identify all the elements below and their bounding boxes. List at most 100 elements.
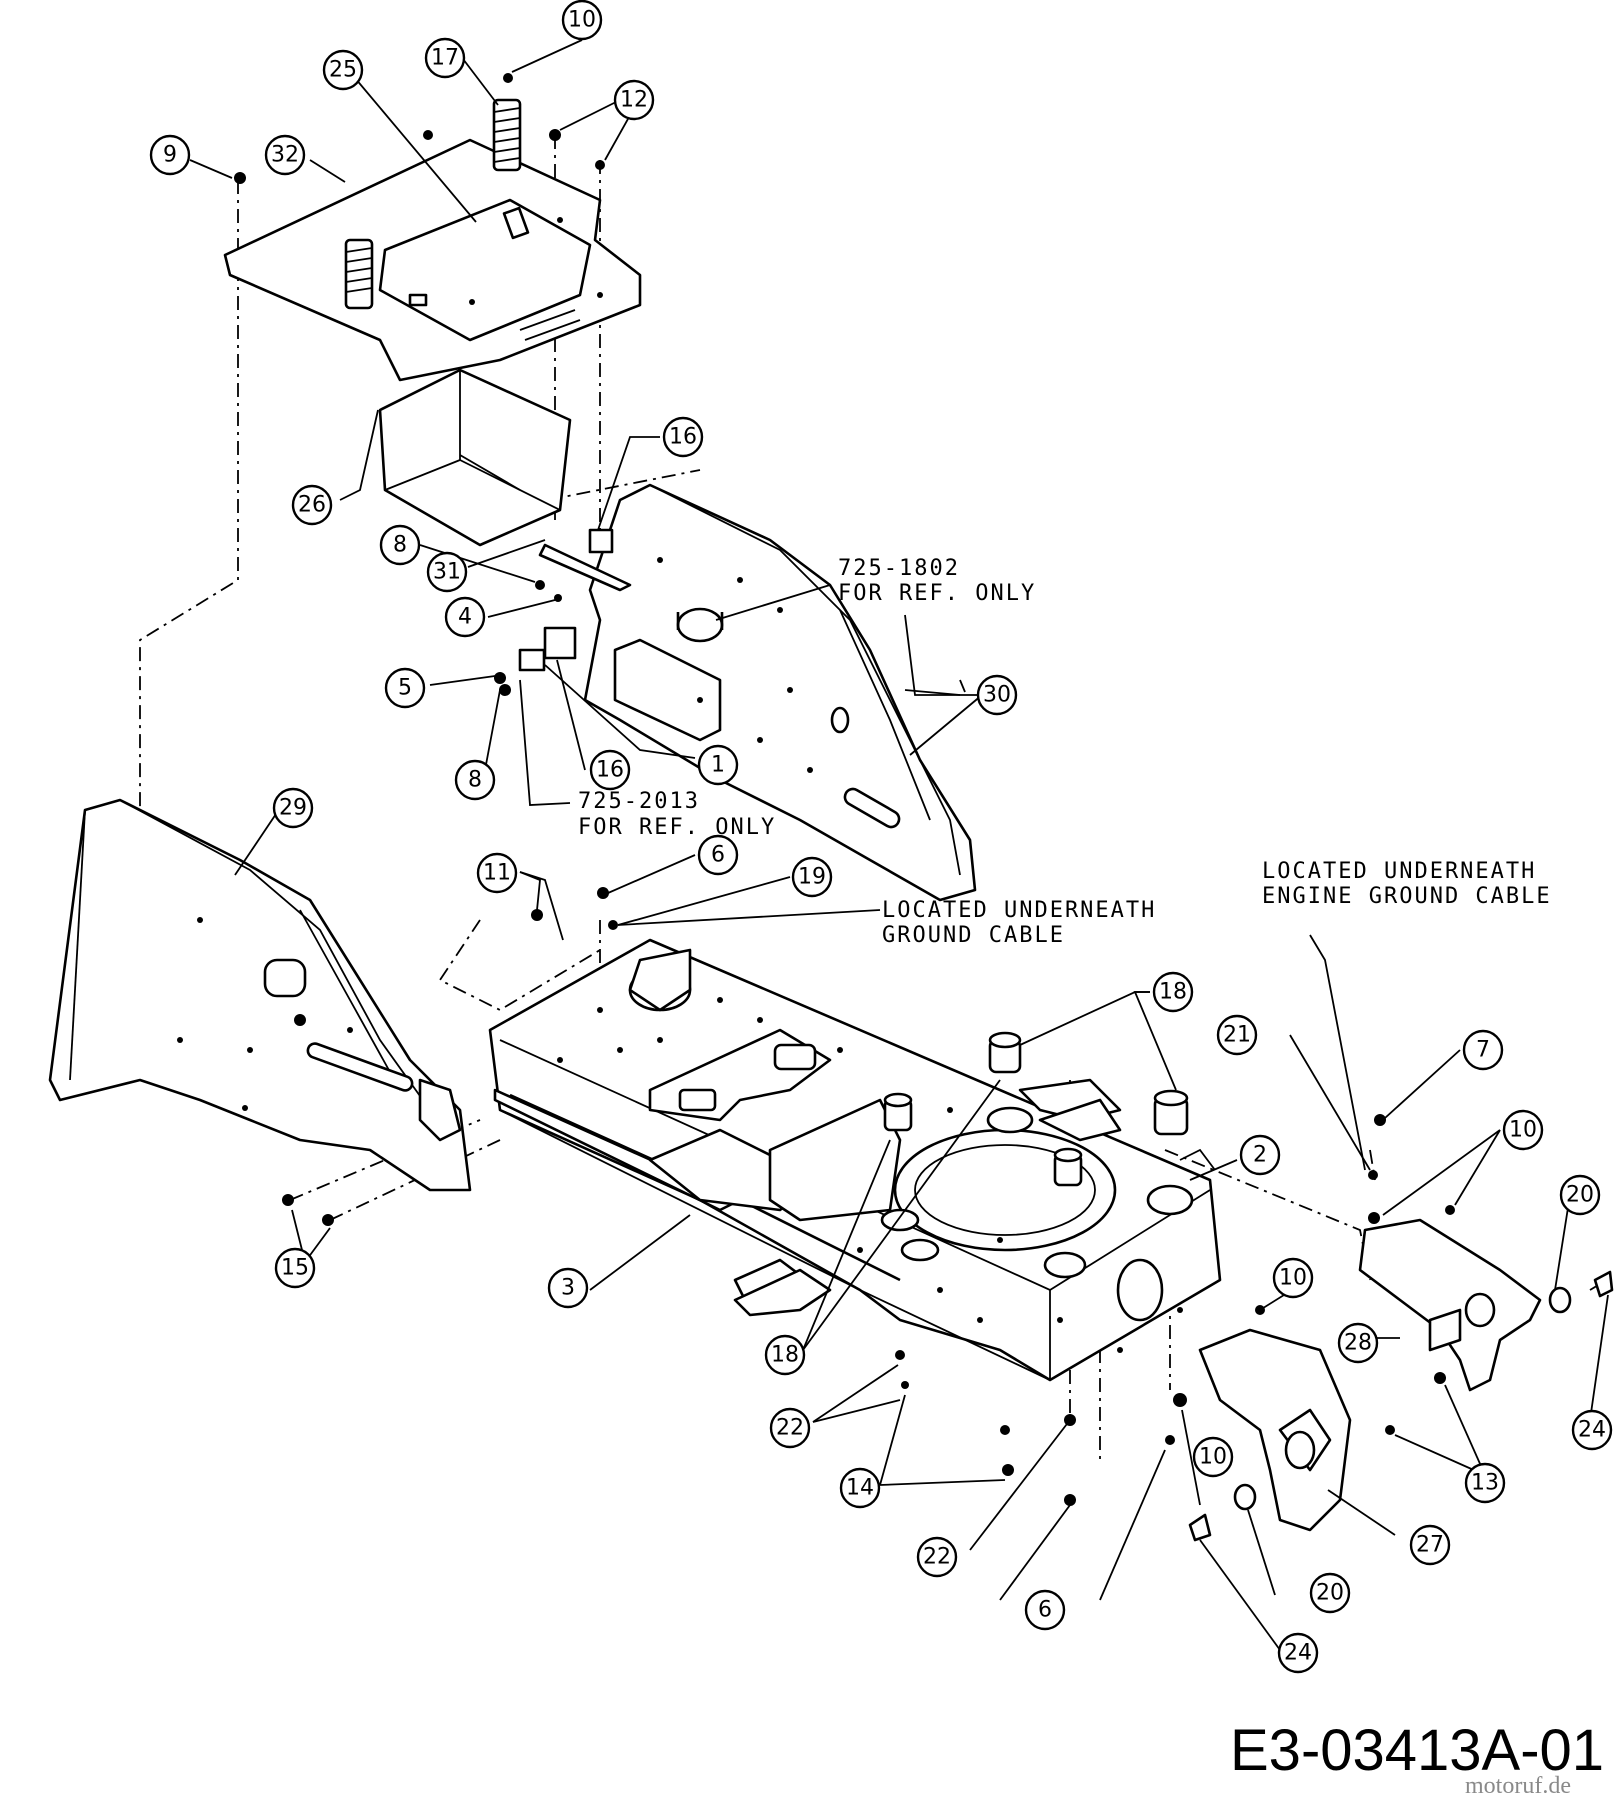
part-3-main-frame — [488, 938, 1222, 1382]
part-29-side-panel — [48, 798, 472, 1192]
callout-25: 25 — [322, 49, 364, 91]
callout-10d: 10 — [1192, 1436, 1234, 1478]
svg-text:14: 14 — [846, 1476, 874, 1501]
callout-20: 20 — [1559, 1174, 1601, 1216]
callout-18b: 18 — [764, 1334, 806, 1376]
part-31-bracket — [538, 543, 632, 592]
callout-10: 10 — [561, 0, 603, 41]
svg-text:GROUND CABLE: GROUND CABLE — [882, 923, 1065, 948]
leader-lines — [189, 39, 1609, 1651]
part-27-bracket — [1198, 1328, 1352, 1532]
part-20-washer — [1233, 1483, 1257, 1511]
svg-text:10: 10 — [1279, 1266, 1307, 1291]
svg-text:4: 4 — [458, 605, 472, 630]
part-24-bolt — [1593, 1270, 1614, 1298]
part-18-spacer — [883, 1092, 913, 1132]
part-10-nut — [1368, 1212, 1380, 1224]
svg-text:26: 26 — [298, 493, 326, 518]
callout-18: 18 — [1152, 971, 1194, 1013]
svg-text:ENGINE GROUND CABLE: ENGINE GROUND CABLE — [1262, 884, 1552, 909]
svg-text:31: 31 — [433, 560, 461, 585]
svg-text:25: 25 — [329, 58, 357, 83]
svg-text:LOCATED UNDERNEATH: LOCATED UNDERNEATH — [882, 898, 1156, 923]
callout-16: 16 — [662, 416, 704, 458]
svg-text:20: 20 — [1316, 1581, 1344, 1606]
callout-16b: 16 — [589, 749, 631, 791]
svg-text:FOR REF. ONLY: FOR REF. ONLY — [578, 815, 776, 840]
part-9-bolt — [234, 172, 246, 184]
callout-4: 4 — [444, 596, 486, 638]
svg-text:5: 5 — [398, 676, 412, 701]
callout-22b: 22 — [916, 1536, 958, 1578]
callout-24: 24 — [1571, 1409, 1613, 1451]
part-26-battery-tray — [378, 368, 572, 547]
callout-20b: 20 — [1309, 1572, 1351, 1614]
svg-text:13: 13 — [1471, 1471, 1499, 1496]
pedal-foot — [733, 1268, 832, 1317]
callout-11: 11 — [476, 852, 518, 894]
svg-text:17: 17 — [431, 46, 459, 71]
callout-2: 2 — [1239, 1134, 1281, 1176]
part-14-screw — [901, 1381, 909, 1389]
part-24-bolt — [1188, 1513, 1212, 1542]
callout-15: 15 — [274, 1247, 316, 1289]
callout-14: 14 — [839, 1467, 881, 1509]
callout-21: 21 — [1216, 1014, 1258, 1056]
callout-22: 22 — [769, 1407, 811, 1449]
drawing-number: E3-03413A-01 — [1230, 1718, 1604, 1783]
part-17-spring-upper — [492, 98, 522, 172]
callout-32: 32 — [264, 134, 306, 176]
part-18-spacer — [1153, 1089, 1189, 1136]
callout-10c: 10 — [1272, 1257, 1314, 1299]
callout-9: 9 — [149, 134, 191, 176]
part-12-nut — [549, 129, 561, 141]
part-16-switch — [518, 528, 614, 672]
callout-8b: 8 — [454, 759, 496, 801]
part-18-spacer — [1053, 1147, 1083, 1187]
part-15-nut — [322, 1214, 334, 1226]
svg-text:29: 29 — [279, 796, 307, 821]
part-14-nut — [1002, 1464, 1014, 1476]
svg-text:1: 1 — [711, 753, 725, 778]
svg-text:15: 15 — [281, 1256, 309, 1281]
svg-text:8: 8 — [468, 768, 482, 793]
svg-text:24: 24 — [1284, 1641, 1312, 1666]
part-12-nut — [595, 160, 605, 170]
part-17-spring-lower — [344, 238, 374, 310]
callout-28: 28 — [1337, 1322, 1379, 1364]
callout-26: 26 — [291, 484, 333, 526]
svg-text:8: 8 — [393, 533, 407, 558]
note-725-2013: 725-2013 FOR REF. ONLY — [578, 789, 776, 840]
svg-text:22: 22 — [923, 1545, 951, 1570]
svg-text:FOR REF. ONLY: FOR REF. ONLY — [838, 581, 1036, 606]
callout-12: 12 — [613, 79, 655, 121]
svg-text:16: 16 — [596, 758, 624, 783]
callout-8: 8 — [379, 524, 421, 566]
svg-text:6: 6 — [711, 843, 725, 868]
svg-text:9: 9 — [163, 143, 177, 168]
callout-13: 13 — [1464, 1462, 1506, 1504]
svg-text:3: 3 — [561, 1276, 575, 1301]
callout-5: 5 — [384, 667, 426, 709]
callout-3: 3 — [547, 1267, 589, 1309]
note-ground-cable: LOCATED UNDERNEATH GROUND CABLE — [882, 898, 1156, 948]
part-32-seat-plate — [223, 138, 642, 382]
svg-text:12: 12 — [620, 88, 648, 113]
part-7-bolt — [1374, 1114, 1386, 1126]
callout-7: 7 — [1462, 1029, 1504, 1071]
callout-1: 1 — [697, 744, 739, 786]
callout-24b: 24 — [1277, 1632, 1319, 1674]
part-6-bolt — [1064, 1494, 1076, 1506]
svg-text:10: 10 — [1199, 1445, 1227, 1470]
callout-27: 27 — [1409, 1524, 1451, 1566]
callout-6: 6 — [697, 834, 739, 876]
part-13-nut — [1385, 1425, 1395, 1435]
svg-text:28: 28 — [1344, 1331, 1372, 1356]
part-21-washer — [1368, 1170, 1378, 1180]
callout-30: 30 — [976, 674, 1018, 716]
part-22-screw — [895, 1350, 905, 1360]
svg-text:27: 27 — [1416, 1533, 1444, 1558]
part-19-washer — [608, 920, 618, 930]
note-725-1802: 725-1802 FOR REF. ONLY — [838, 556, 1036, 606]
part-8-nut — [499, 684, 511, 696]
